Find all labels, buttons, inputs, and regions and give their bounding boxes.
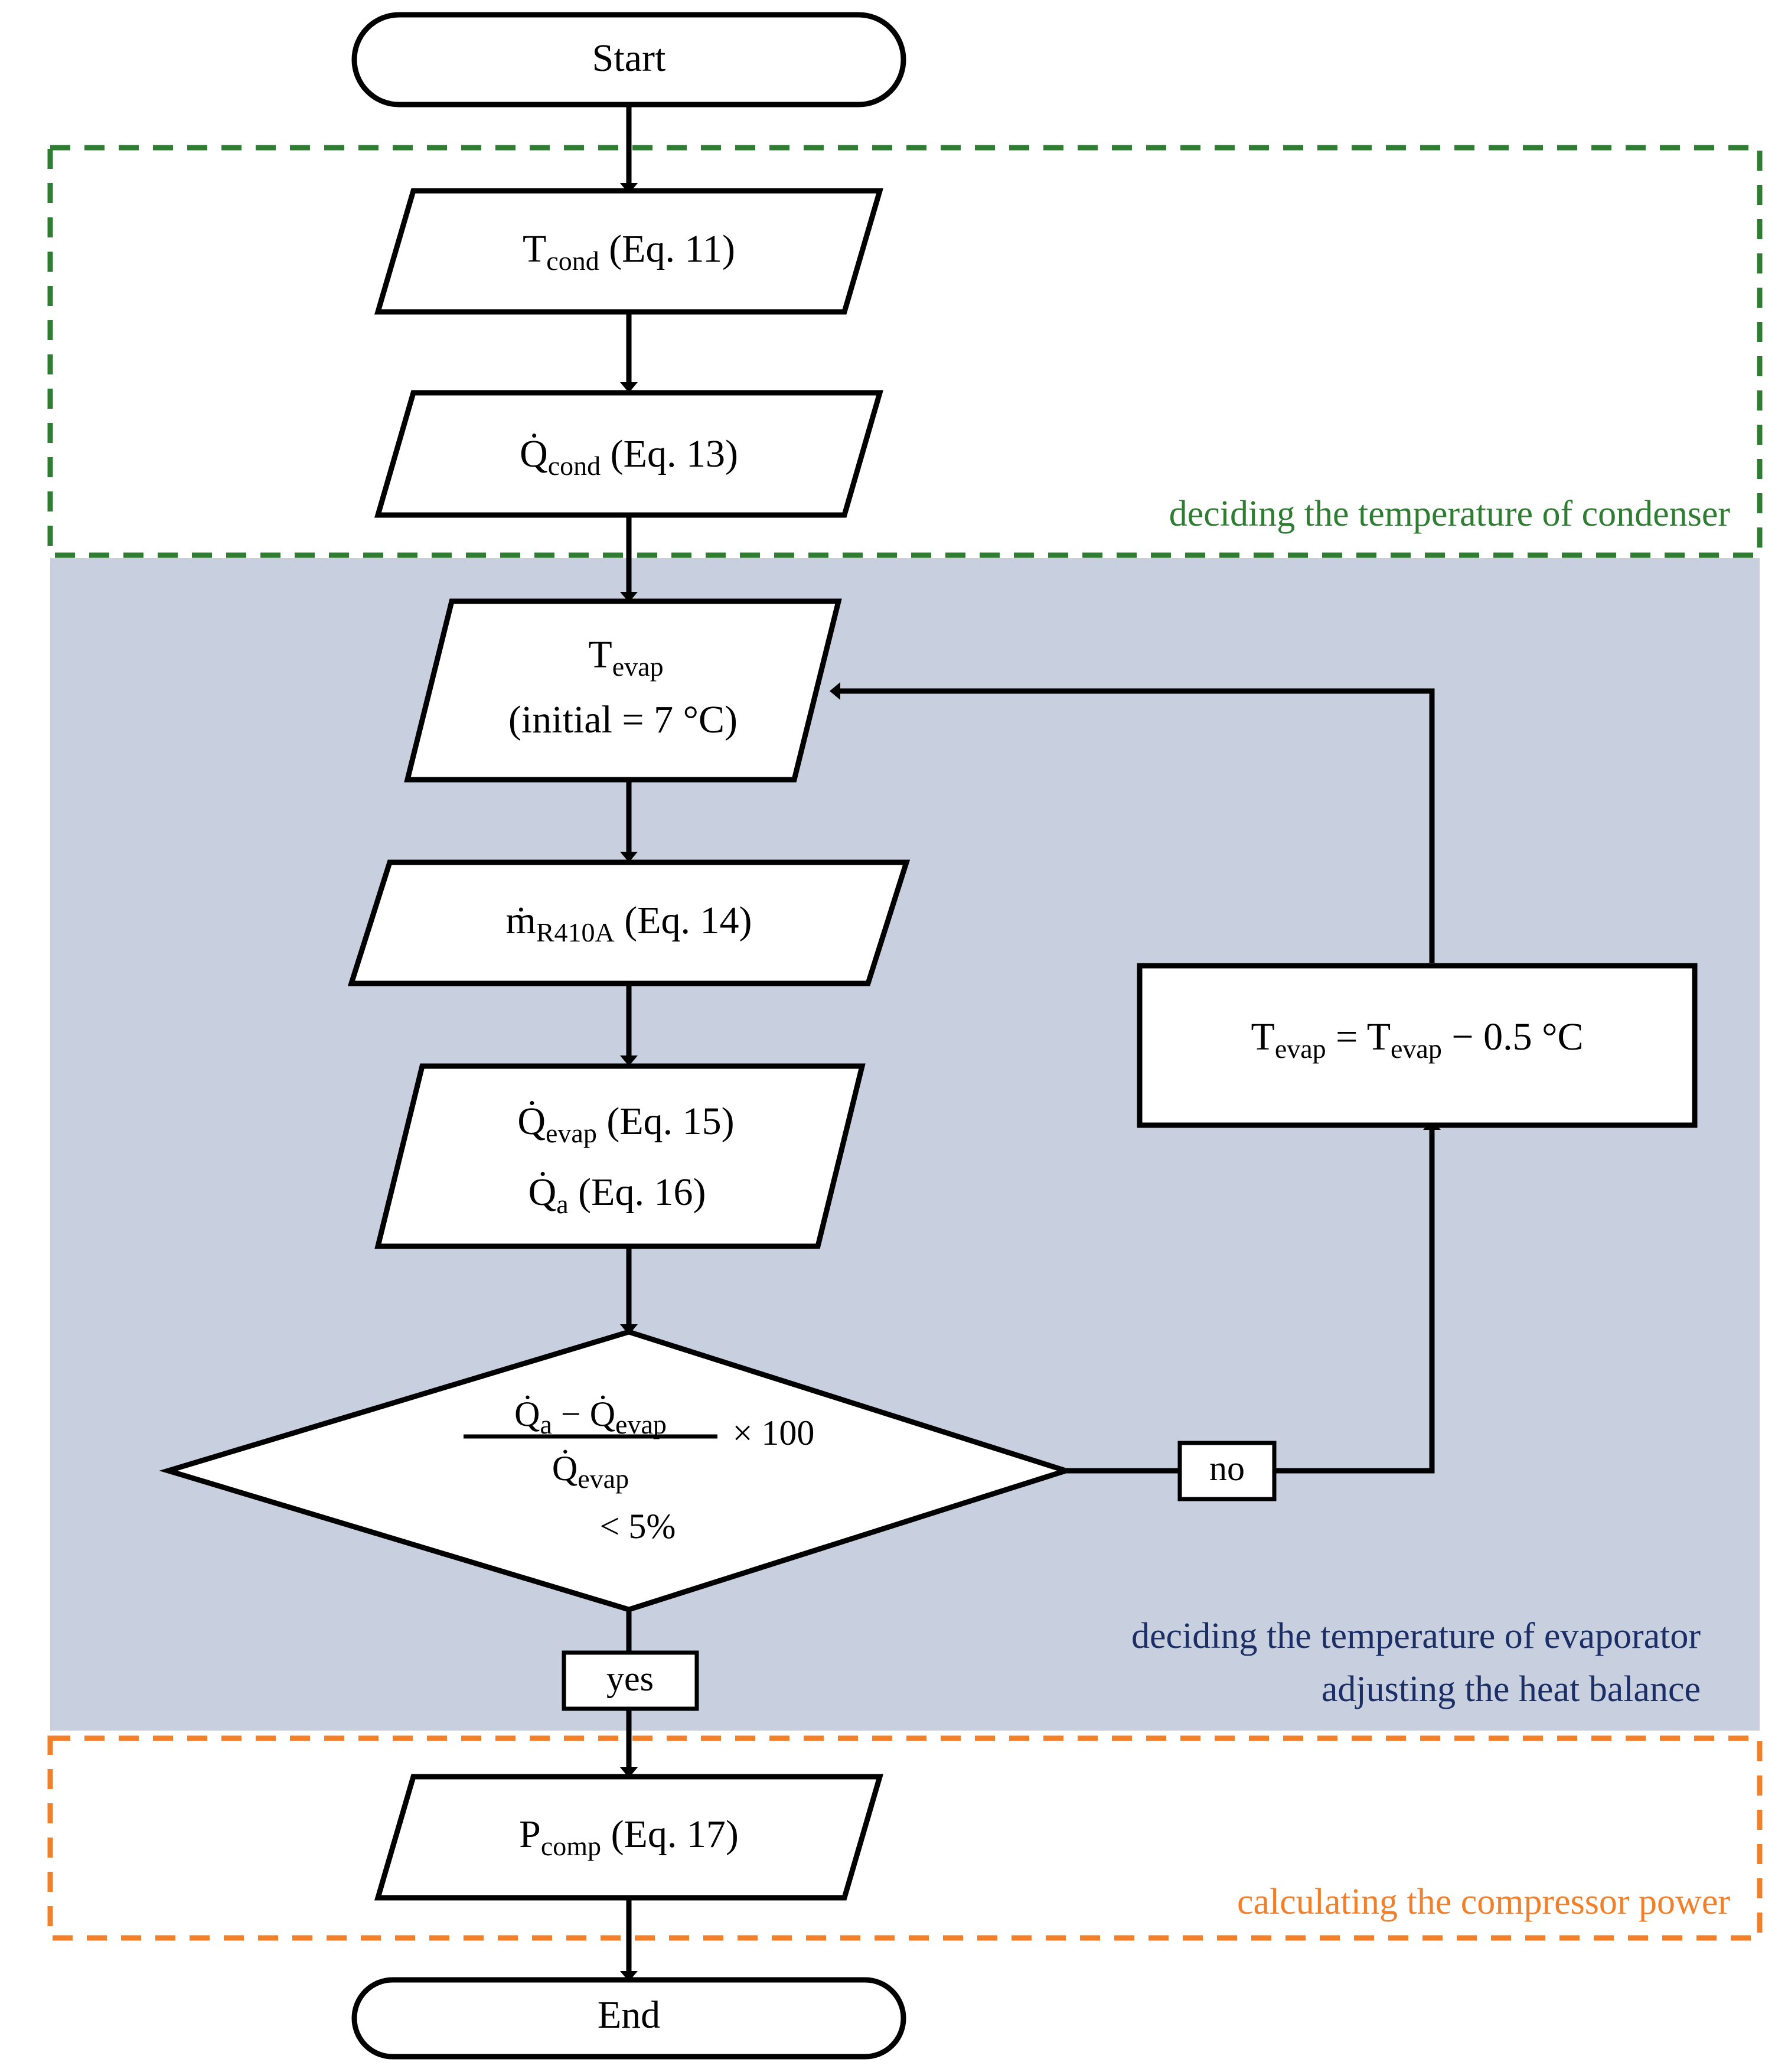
decision-num-op: − (552, 1395, 590, 1434)
mdot-tail: (Eq. 14) (615, 899, 752, 942)
node-end[interactable]: End (351, 1977, 906, 2060)
no-label: no (1209, 1449, 1245, 1488)
mdot-sub: R410A (536, 917, 615, 947)
decision-num-a-sub: a (540, 1409, 552, 1439)
decision-num-a: Q̇ (514, 1395, 540, 1434)
update-eq: = (1326, 1015, 1367, 1058)
qcond-base: Q̇ (520, 432, 548, 475)
qa-tail: (Eq. 16) (569, 1171, 706, 1214)
end-label: End (598, 1993, 660, 2037)
decision-den-sub: evap (577, 1464, 629, 1494)
mdot-base: ṁ (505, 899, 536, 942)
connector-update-back-tevap (830, 682, 1435, 963)
pcomp-shape (374, 1774, 884, 1901)
qevap-tail: (Eq. 15) (597, 1100, 735, 1143)
tevap-sub: evap (612, 651, 664, 682)
decision-num-b-sub: evap (615, 1409, 667, 1439)
update-rhs-sub: evap (1391, 1034, 1442, 1064)
decision-num-b: Q̇ (590, 1395, 615, 1434)
decision-shape (159, 1329, 1075, 1612)
group-evaporator-region (50, 558, 1760, 1731)
node-pcomp[interactable]: Pcomp (Eq. 17) (374, 1774, 884, 1901)
update-tail: − 0.5 °C (1442, 1015, 1584, 1058)
decision-numerator: Q̇a − Q̇evap (514, 1395, 667, 1439)
group-label-condenser: deciding the temperature of condenser (1169, 494, 1731, 534)
decision-denominator: Q̇evap (552, 1449, 629, 1494)
tevap-line1: Tevap (588, 633, 663, 681)
tevap-line2: (initial = 7 °C) (508, 698, 738, 741)
node-tevap-update[interactable]: Tevap = Tevap − 0.5 °C (1137, 963, 1698, 1128)
pcomp-sub: comp (541, 1831, 601, 1861)
qa-base: Q̇ (528, 1171, 557, 1214)
pcomp-base: P (519, 1813, 541, 1856)
qevap-shape (374, 1063, 866, 1249)
connector-no-loopup (1273, 1119, 1441, 1474)
update-lhs: T (1251, 1015, 1274, 1058)
node-tevap[interactable]: Tevap (initial = 7 °C) (404, 598, 842, 783)
group-label-evaporator-line1: deciding the temperature of evaporator (1131, 1616, 1701, 1656)
start-label: Start (592, 37, 666, 80)
qcond-sub: cond (548, 451, 601, 481)
end-shape (351, 1977, 906, 2060)
yes-box (562, 1650, 699, 1711)
update-lhs-sub: evap (1275, 1034, 1326, 1064)
qa-sub: a (556, 1189, 568, 1219)
decision-threshold: < 5% (600, 1507, 676, 1546)
tcond-shape (374, 188, 884, 315)
tevap-base: T (588, 633, 612, 676)
edge-label-yes[interactable]: yes (562, 1650, 699, 1711)
pcomp-tail: (Eq. 17) (601, 1813, 739, 1856)
pcomp-label: Pcomp (Eq. 17) (519, 1813, 739, 1861)
node-decision[interactable]: Q̇a − Q̇evap Q̇evap × 100 < 5% (159, 1329, 1075, 1612)
group-label-compressor: calculating the compressor power (1237, 1882, 1730, 1922)
yes-label: yes (606, 1659, 654, 1698)
node-qcond[interactable]: Q̇cond (Eq. 13) (374, 390, 883, 518)
qcond-tail: (Eq. 13) (601, 432, 738, 475)
qevap-line2: Q̇a (Eq. 16) (528, 1171, 706, 1219)
tcond-sub: cond (546, 246, 599, 276)
qevap-base: Q̇ (517, 1100, 546, 1143)
edge-label-no[interactable]: no (1177, 1441, 1277, 1501)
qcond-shape (374, 390, 883, 518)
decision-multiplier: × 100 (733, 1413, 815, 1452)
node-start[interactable]: Start (351, 12, 906, 107)
group-compressor-border (47, 1735, 1763, 1941)
node-mdot-r410a[interactable]: ṁR410A (Eq. 14) (347, 859, 911, 986)
decision-den: Q̇ (552, 1449, 577, 1488)
tevap-update-label: Tevap = Tevap − 0.5 °C (1251, 1015, 1583, 1063)
tcond-tail: (Eq. 11) (599, 227, 735, 271)
qevap-sub: evap (546, 1118, 597, 1148)
start-shape (351, 12, 906, 107)
qevap-line1: Q̇evap (Eq. 15) (517, 1100, 734, 1148)
group-label-evaporator-line2: adjusting the heat balance (1322, 1669, 1701, 1709)
node-tcond[interactable]: Tcond (Eq. 11) (374, 188, 884, 315)
no-box (1177, 1441, 1277, 1501)
tcond-label: Tcond (Eq. 11) (523, 227, 735, 275)
tevap-update-shape (1137, 963, 1698, 1128)
tevap-shape (404, 598, 842, 783)
mdot-label: ṁR410A (Eq. 14) (505, 899, 752, 947)
qcond-label: Q̇cond (Eq. 13) (520, 432, 738, 480)
node-qevap[interactable]: Q̇evap (Eq. 15) Q̇a (Eq. 16) (374, 1063, 866, 1249)
tcond-base: T (523, 227, 546, 271)
mdot-shape (347, 859, 911, 986)
update-rhs: T (1367, 1015, 1391, 1058)
